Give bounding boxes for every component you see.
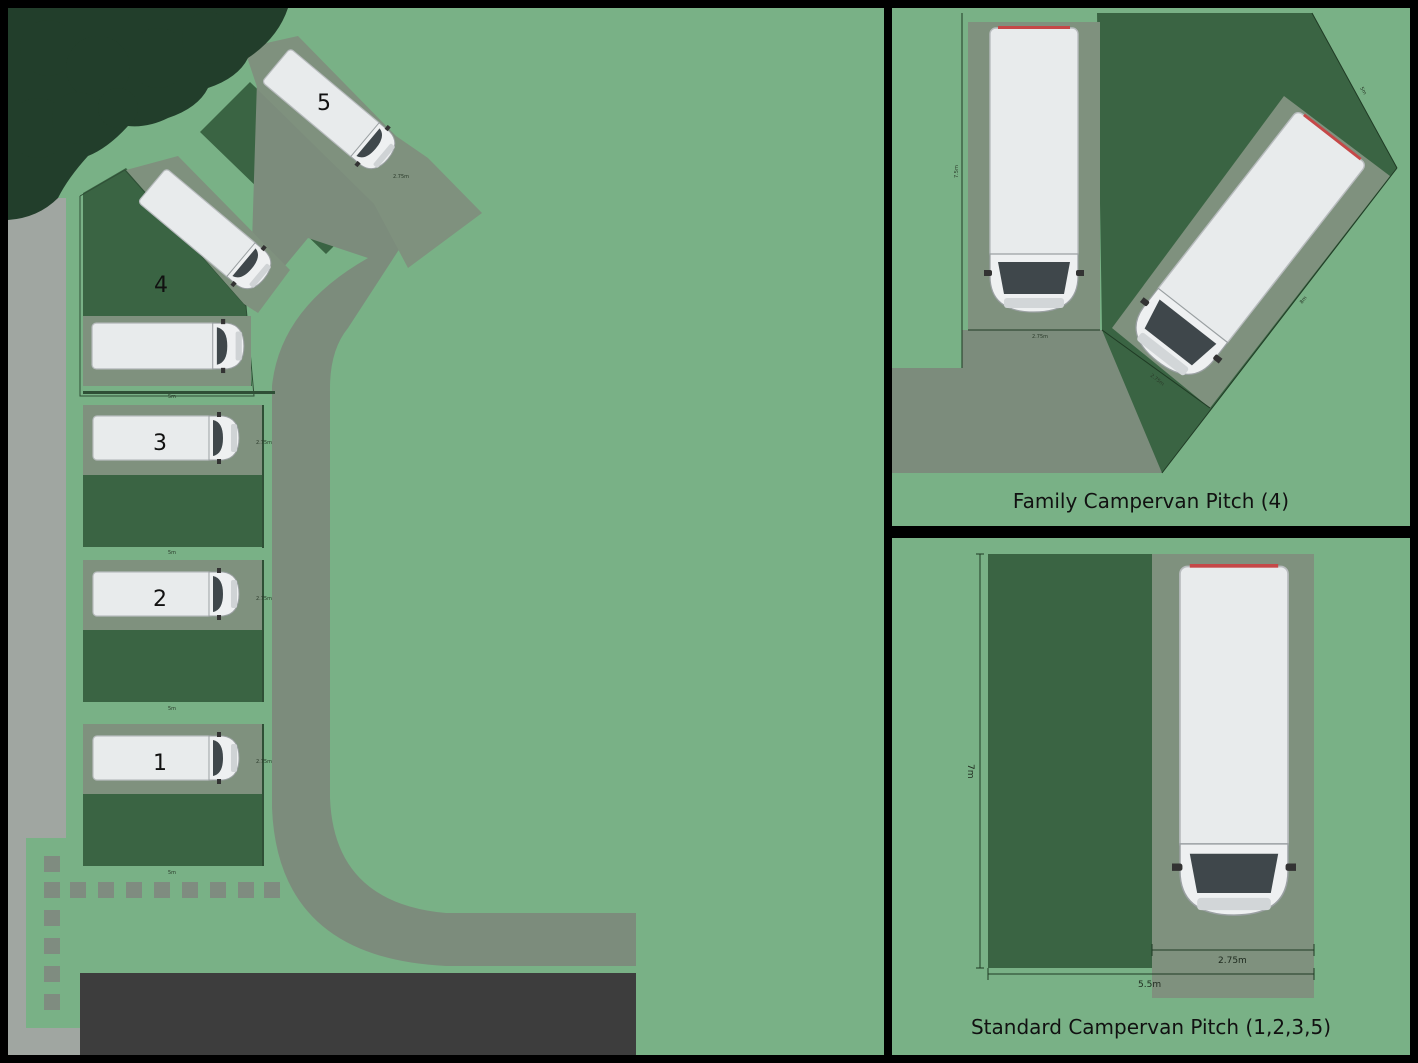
family-pitch-caption: Family Campervan Pitch (4) [1013, 489, 1289, 513]
measure-row-length-1: 5m [168, 870, 176, 876]
paving-stones [44, 856, 280, 1010]
family-pitch-detail: 7.5m 2.75m 2.75m 8m 5m Family Campervan … [892, 8, 1410, 526]
measure-row-length: 5m [168, 394, 176, 400]
pitch-number-3: 3 [153, 431, 167, 456]
tree-canopy [8, 8, 288, 220]
pitch-number-1: 1 [153, 751, 167, 776]
standard-pitch-drawing: 7m 2.75m 5.5m Standard Campervan Pitch (… [965, 553, 1331, 1039]
pitch-1-grass [83, 794, 263, 866]
standard-van [1172, 564, 1296, 916]
pitch-number-2: 2 [153, 587, 167, 612]
footpath-lower [8, 838, 26, 1055]
measure-van-width-1: 2.75m [256, 759, 272, 765]
family-measure-width-left: 2.75m [1032, 334, 1048, 340]
measure-van-width-3: 2.75m [256, 440, 272, 446]
car-park-tarmac [80, 973, 636, 1055]
pitch-number-5: 5 [317, 91, 331, 116]
van-pitch-4-lower [91, 318, 245, 374]
standard-measure-van-width: 2.75m [1218, 956, 1247, 966]
family-measure-length-left: 7.5m [954, 165, 960, 178]
standard-measure-length: 7m [965, 764, 975, 779]
family-measure-top-edge: 5m [1358, 86, 1367, 96]
measure-row-length-3: 5m [168, 550, 176, 556]
measure-van-width-2: 2.75m [256, 596, 272, 602]
pitch-2-grass [83, 630, 263, 702]
access-road [250, 48, 636, 966]
standard-grass [988, 554, 1152, 968]
standard-pitch-caption: Standard Campervan Pitch (1,2,3,5) [971, 1015, 1331, 1039]
measure-van-width-5: 2.75m [393, 174, 409, 180]
pitch-3-grass [83, 475, 263, 547]
family-van-straight [984, 26, 1084, 313]
pitch-divider [83, 391, 275, 394]
footpath-bottom [26, 1028, 80, 1055]
standard-measure-total-width: 5.5m [1138, 980, 1161, 990]
family-pitch-drawing: 7.5m 2.75m 2.75m 8m 5m Family Campervan … [892, 12, 1398, 513]
measure-row-length-2: 5m [168, 706, 176, 712]
standard-pitch-detail: 7m 2.75m 5.5m Standard Campervan Pitch (… [892, 538, 1410, 1055]
site-plan-drawing: 5m 5m 5m 5m 2.75m 2.75m 2.75m 2.75m 4 5 … [8, 8, 636, 1055]
site-plan-map: 5m 5m 5m 5m 2.75m 2.75m 2.75m 2.75m 4 5 … [8, 8, 884, 1055]
pitch-number-4: 4 [154, 273, 168, 298]
footpath [8, 198, 66, 838]
family-measure-length-angled: 8m [1299, 295, 1309, 305]
